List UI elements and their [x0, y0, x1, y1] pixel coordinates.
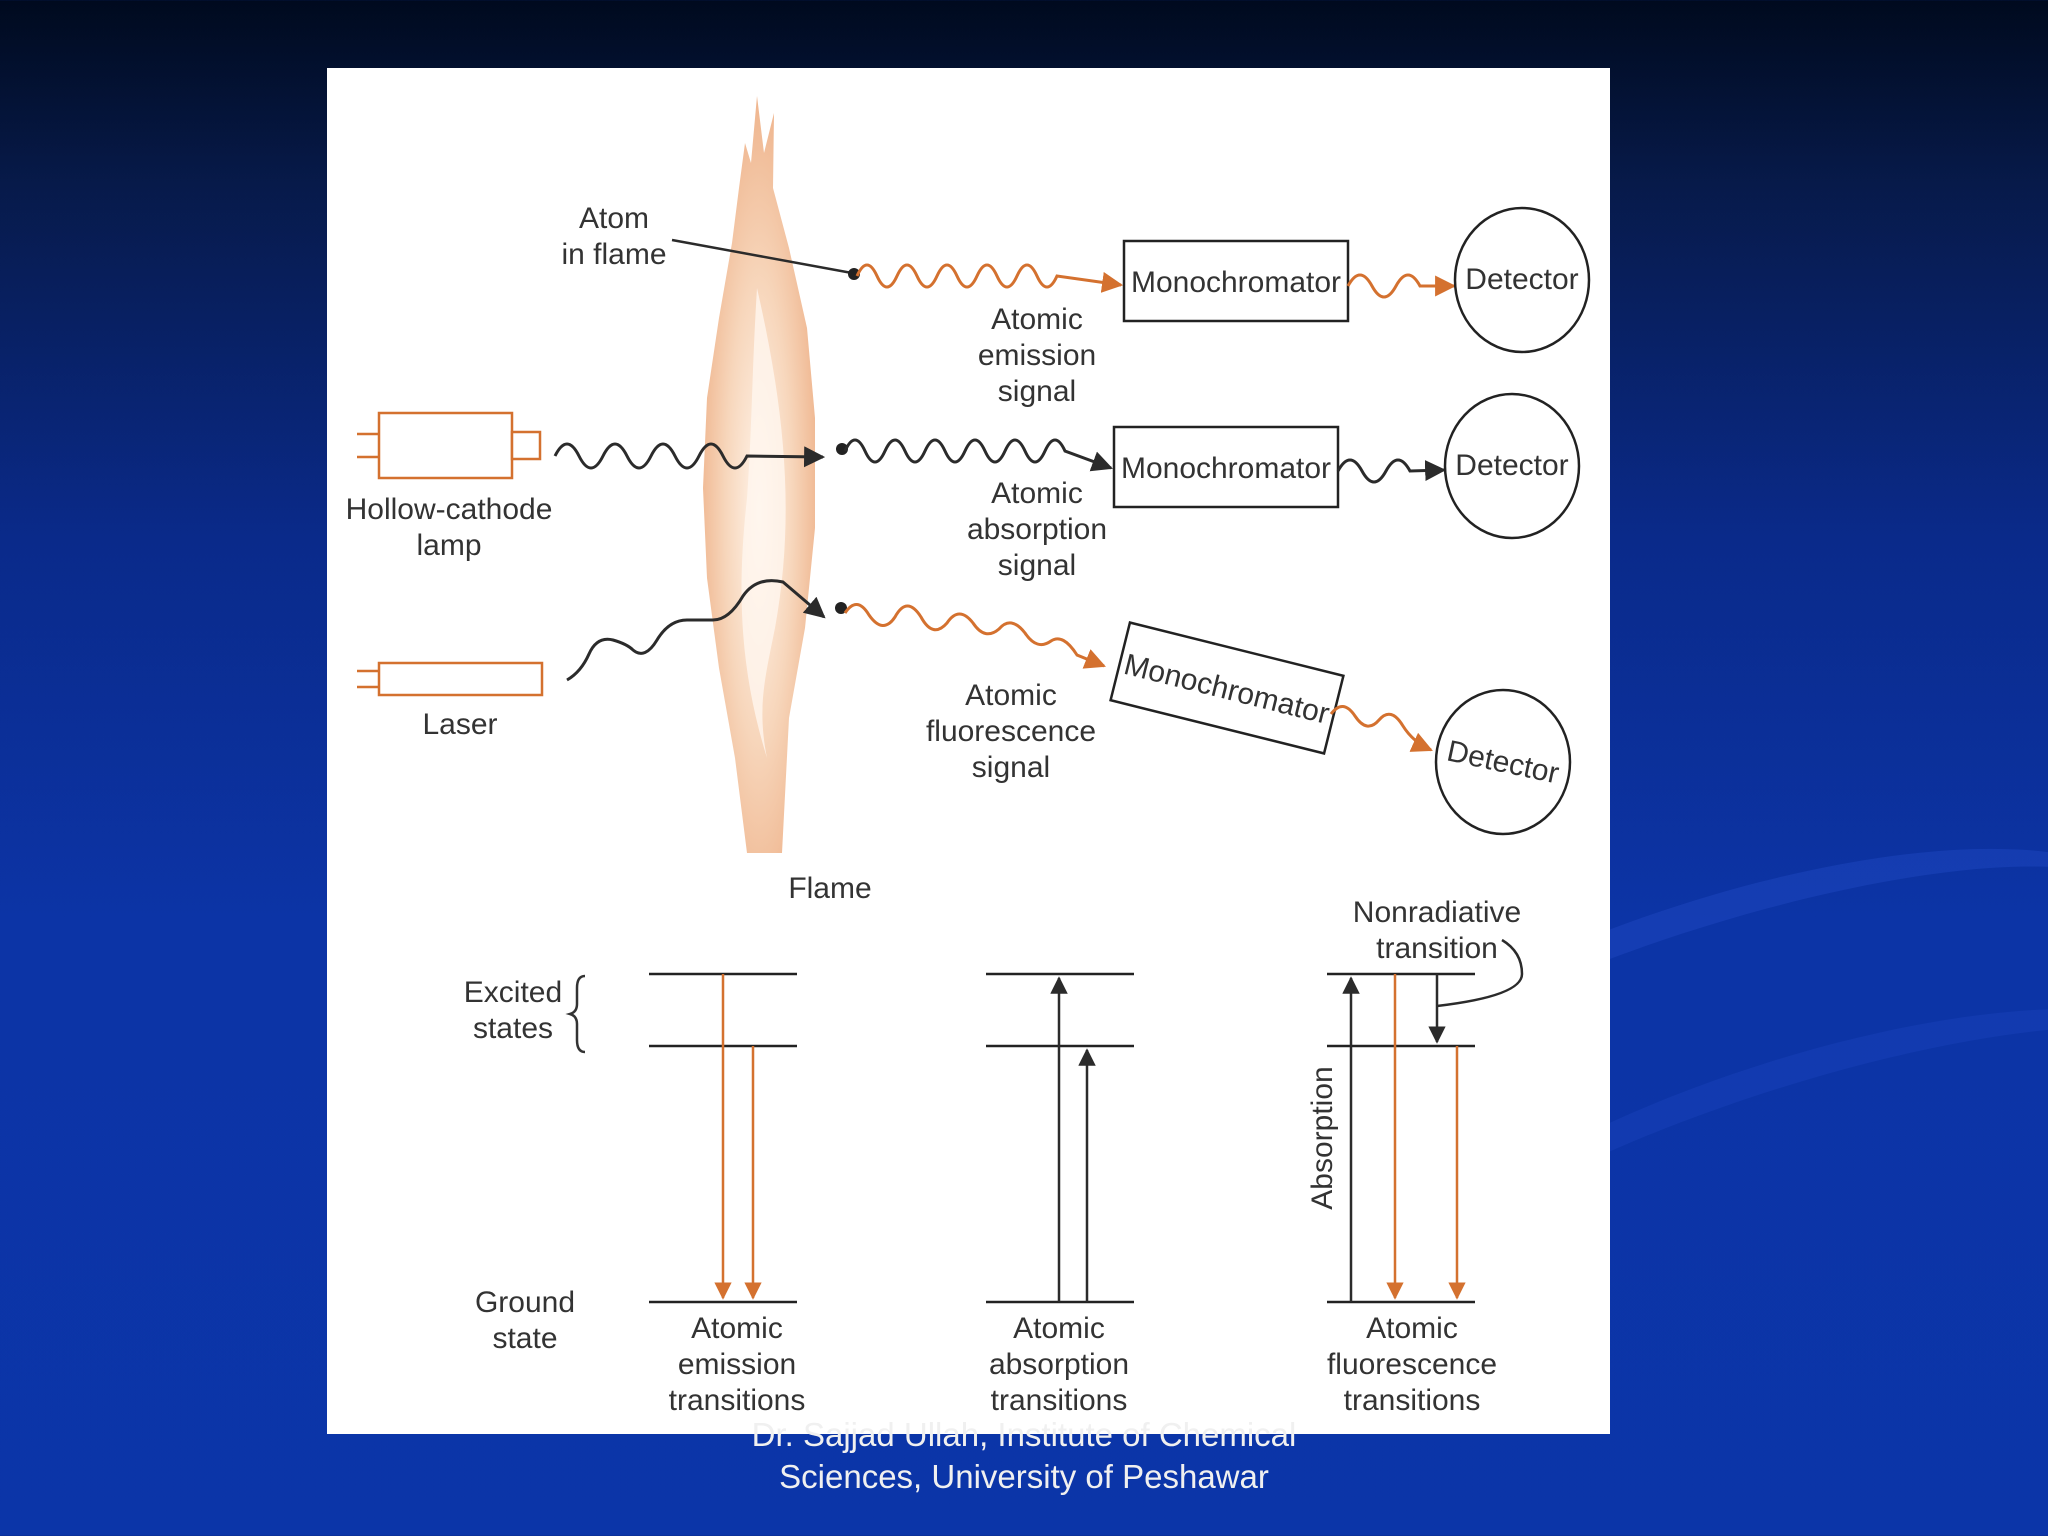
- absorption-signal-label-2: absorption: [967, 513, 1107, 546]
- footer-line-2: Sciences, University of Peshawar: [779, 1458, 1269, 1495]
- detector-circle-emission: [1453, 206, 1591, 354]
- monochromator-label-absorption: Monochromator: [1121, 452, 1331, 485]
- ground-state-label-1: Ground: [475, 1286, 575, 1319]
- fluorescence-signal-label-1: Atomic: [965, 679, 1057, 712]
- atom-label-line1: Atom: [579, 202, 649, 235]
- fluorescence-signal-label-3: signal: [972, 751, 1050, 784]
- detector-label-emission: Detector: [1465, 263, 1578, 296]
- nonradiative-pointer: [1436, 938, 1524, 1008]
- monochromator-label-emission: Monochromator: [1131, 266, 1341, 299]
- absorption-transitions-label-1: Atomic: [1013, 1312, 1105, 1345]
- absorption-transitions-label-3: transitions: [991, 1384, 1128, 1417]
- monochromator-tilted: Monochromator: [1109, 621, 1345, 755]
- excited-states-label-1: Excited: [464, 976, 562, 1009]
- emission-signal-label-3: signal: [998, 375, 1076, 408]
- fluorescence-signal-label-2: fluorescence: [926, 715, 1096, 748]
- laser-label: Laser: [422, 708, 497, 741]
- fluorescence-wave: [843, 603, 1106, 669]
- flame-highlight: [741, 288, 786, 758]
- nonradiative-label-1: Nonradiative: [1353, 896, 1521, 929]
- emission-transitions-label-2: emission: [678, 1348, 796, 1381]
- laser-body: [377, 661, 544, 697]
- fluorescence-transitions-label-2: fluorescence: [1327, 1348, 1497, 1381]
- fluorescence-to-detector-wave: [1329, 705, 1433, 752]
- excited-states-brace: [565, 974, 586, 1054]
- absorption-signal-label-3: signal: [998, 549, 1076, 582]
- atom-label-line2: in flame: [561, 238, 666, 271]
- laser-wave: [566, 579, 826, 682]
- monochromator-box-emission: [1122, 239, 1350, 323]
- atom-dot-emission: [848, 268, 860, 280]
- absorption-vertical-label: Absorption: [1306, 1066, 1339, 1209]
- atom-dot-fluorescence: [835, 602, 847, 614]
- excited-states-label-2: states: [473, 1012, 553, 1045]
- detector-circle-absorption: [1443, 392, 1581, 540]
- spectroscopy-diagram: Monochromator Detector Atom in flame Ato…: [327, 68, 1610, 1434]
- absorption-to-detector-wave: [1336, 458, 1447, 484]
- lamp-wave: [553, 442, 826, 470]
- fluorescence-transitions-label-1: Atomic: [1366, 1312, 1458, 1345]
- fluorescence-transitions-label-3: transitions: [1344, 1384, 1481, 1417]
- hollow-cathode-label-2: lamp: [416, 529, 481, 562]
- flame-label: Flame: [788, 872, 871, 905]
- monochromator-box-absorption: [1112, 425, 1340, 509]
- monochromator-box-fluorescence: [1109, 621, 1345, 755]
- absorption-signal-label-1: Atomic: [991, 477, 1083, 510]
- footer-line-1: Dr. Sajjad Ullah, Institute of Chemical: [751, 1416, 1297, 1453]
- slide-footer: Dr. Sajjad Ullah, Institute of Chemical …: [0, 1414, 2048, 1498]
- emission-to-detector-wave: [1346, 273, 1457, 299]
- emission-wave: [855, 263, 1124, 293]
- emission-signal-label-2: emission: [978, 339, 1096, 372]
- emission-transitions-label-1: Atomic: [691, 1312, 783, 1345]
- ground-state-label-2: state: [492, 1322, 557, 1355]
- detector-circle-fluorescence: [1434, 688, 1572, 836]
- hollow-cathode-label-1: Hollow-cathode: [346, 493, 553, 526]
- atom-pointer-line: [671, 238, 853, 275]
- diagram-canvas: Monochromator Detector Atom in flame Ato…: [346, 96, 1591, 1417]
- absorption-wave: [843, 438, 1113, 472]
- emission-signal-label-1: Atomic: [991, 303, 1083, 336]
- hollow-cathode-lamp-body: [377, 411, 514, 480]
- atom-dot-absorption: [836, 443, 848, 455]
- emission-transitions-label-3: transitions: [669, 1384, 806, 1417]
- hollow-cathode-lamp-window: [510, 430, 542, 461]
- absorption-transitions-label-2: absorption: [989, 1348, 1129, 1381]
- nonradiative-label-2: transition: [1376, 932, 1498, 965]
- detector-label-absorption: Detector: [1455, 449, 1568, 482]
